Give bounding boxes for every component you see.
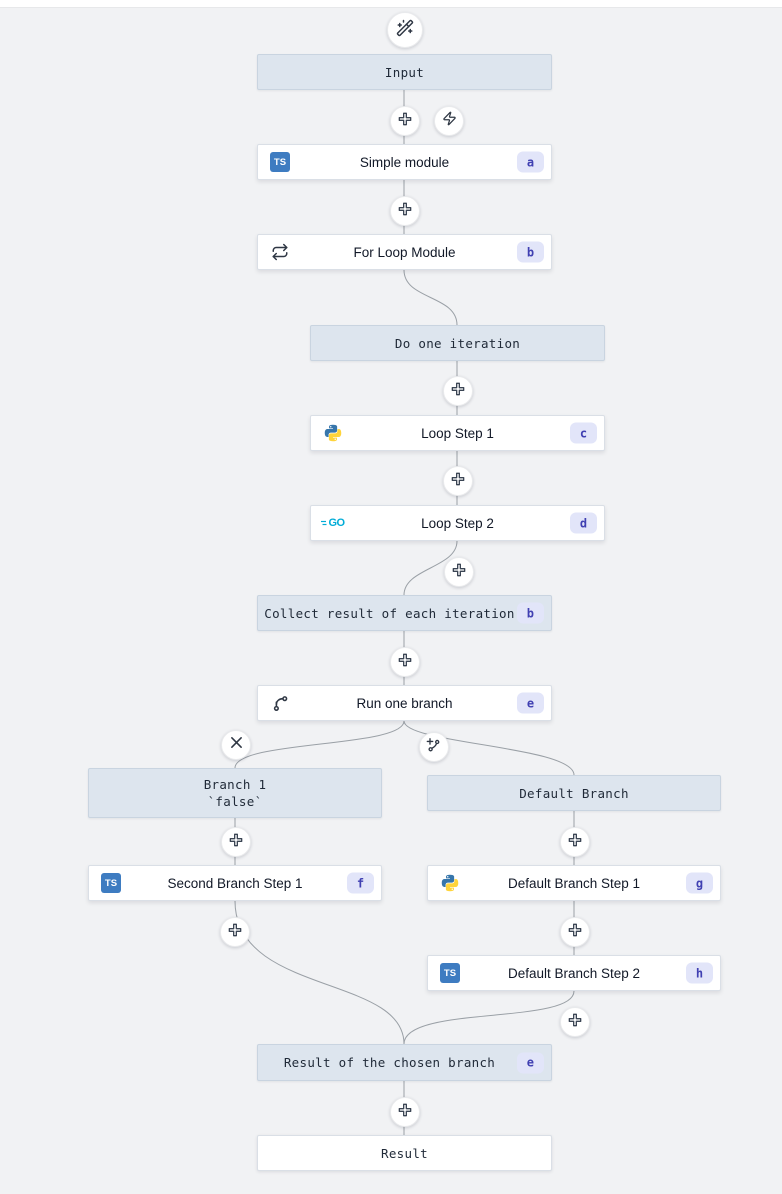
plus-icon — [451, 562, 467, 583]
plus-icon — [450, 381, 466, 402]
node-second-branch-step-1[interactable]: TS Second Branch Step 1 f — [88, 865, 382, 901]
plus-icon — [397, 111, 413, 132]
step-id-badge: d — [570, 512, 597, 534]
branch-icon — [269, 692, 291, 714]
node-run-one-branch[interactable]: Run one branch e — [257, 685, 552, 721]
add-step-button[interactable] — [390, 1097, 420, 1127]
node-collect-result[interactable]: Collect result of each iteration b — [257, 595, 552, 631]
wand-sparkles-icon — [396, 19, 414, 42]
add-step-button[interactable] — [390, 647, 420, 677]
plus-icon — [567, 922, 583, 943]
step-id-badge: c — [570, 422, 597, 444]
node-label: Run one branch — [356, 695, 453, 711]
step-id-badge: b — [517, 602, 544, 624]
plus-icon — [450, 471, 466, 492]
add-step-button[interactable] — [443, 466, 473, 496]
node-label: Loop Step 2 — [421, 515, 494, 531]
add-branch-button[interactable] — [419, 732, 449, 762]
add-step-button[interactable] — [220, 917, 250, 947]
x-icon — [230, 736, 243, 754]
top-bar — [0, 0, 782, 8]
node-label: Default Branch Step 1 — [507, 875, 641, 891]
plus-icon — [227, 922, 243, 943]
typescript-icon: TS — [269, 151, 291, 173]
repeat-icon — [269, 241, 291, 263]
step-id-badge: h — [686, 962, 713, 984]
python-icon — [322, 422, 344, 444]
add-branch-icon — [426, 737, 442, 758]
node-result-of-chosen-branch[interactable]: Result of the chosen branch e — [257, 1044, 552, 1081]
plus-icon — [567, 1012, 583, 1033]
add-step-button[interactable] — [560, 1007, 590, 1037]
node-do-one-iteration[interactable]: Do one iteration — [310, 325, 605, 361]
node-input[interactable]: Input — [257, 54, 552, 90]
node-loop-step-1[interactable]: Loop Step 1 c — [310, 415, 605, 451]
step-id-badge: e — [517, 1052, 544, 1073]
node-label: Do one iteration — [394, 335, 521, 351]
node-label: Loop Step 1 — [421, 425, 494, 441]
add-step-button[interactable] — [444, 557, 474, 587]
node-label: Collect result of each iteration — [264, 605, 515, 621]
node-label: Default Branch Step 2 — [507, 965, 641, 981]
add-step-button[interactable] — [560, 827, 590, 857]
plus-icon — [567, 832, 583, 853]
zap-icon — [442, 111, 457, 131]
step-id-badge: a — [517, 151, 544, 173]
typescript-icon: TS — [100, 872, 122, 894]
ai-flow-builder-button[interactable] — [387, 12, 423, 48]
plus-icon — [397, 652, 413, 673]
node-default-branch-step-2[interactable]: TS Default Branch Step 2 h — [427, 955, 721, 991]
node-label: For Loop Module — [353, 244, 456, 260]
node-label: Result of the chosen branch — [283, 1055, 496, 1070]
plus-icon — [228, 832, 244, 853]
node-label: Result — [381, 1145, 428, 1161]
node-label: Input — [384, 64, 425, 80]
go-icon: GO — [321, 517, 345, 529]
add-step-button[interactable] — [390, 106, 420, 136]
node-label: Simple module — [359, 154, 450, 170]
node-default-branch[interactable]: Default Branch — [427, 775, 721, 811]
python-icon — [439, 872, 461, 894]
node-simple-module[interactable]: TS Simple module a — [257, 144, 552, 180]
node-branch-1[interactable]: Branch 1 `false` — [88, 768, 382, 818]
typescript-icon: TS — [439, 962, 461, 984]
add-trigger-button[interactable] — [434, 106, 464, 136]
remove-branch-button[interactable] — [221, 730, 251, 760]
node-label: Branch 1 — [203, 777, 267, 792]
step-id-badge: g — [686, 872, 713, 894]
node-loop-step-2[interactable]: GO Loop Step 2 d — [310, 505, 605, 541]
step-id-badge: b — [517, 241, 544, 263]
add-step-button[interactable] — [443, 376, 473, 406]
node-label: Default Branch — [519, 785, 629, 801]
node-sublabel: `false` — [207, 794, 263, 809]
step-id-badge: e — [517, 692, 544, 714]
node-label: Second Branch Step 1 — [167, 875, 303, 891]
add-step-button[interactable] — [560, 917, 590, 947]
add-step-button[interactable] — [221, 827, 251, 857]
plus-icon — [397, 201, 413, 222]
plus-icon — [397, 1102, 413, 1123]
node-result[interactable]: Result — [257, 1135, 552, 1171]
add-step-button[interactable] — [390, 196, 420, 226]
node-default-branch-step-1[interactable]: Default Branch Step 1 g — [427, 865, 721, 901]
node-for-loop-module[interactable]: For Loop Module b — [257, 234, 552, 270]
step-id-badge: f — [347, 872, 374, 894]
